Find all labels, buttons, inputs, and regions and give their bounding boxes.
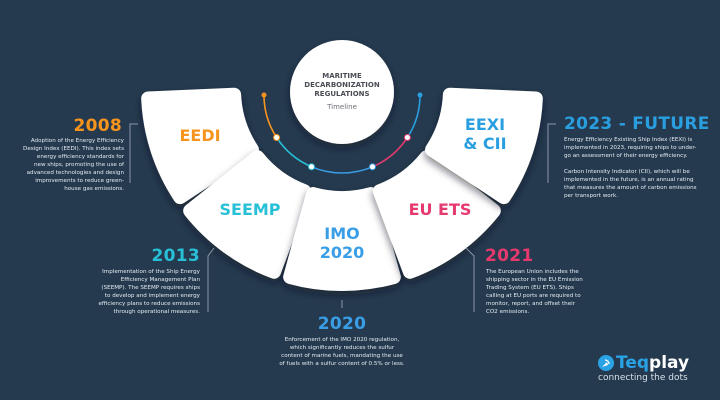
logo-word-teq: Teq [616, 353, 650, 373]
timeline-dot [417, 92, 423, 98]
description-line: efficiency plans to reduce emissions [98, 301, 200, 307]
wedge-eexi [425, 87, 543, 205]
description-line: (SEEMP). The SEEMP requires ships [101, 285, 200, 291]
year-2013: 2013 [151, 246, 200, 266]
arc-segment-euets [372, 137, 409, 168]
description-line: Energy Efficiency Existing Ship Index (E… [564, 137, 693, 143]
leader-line-2013 [207, 247, 215, 312]
year-2021: 2021 [485, 246, 534, 266]
arc-segment-eexi [406, 94, 421, 138]
description-line: Adoption of the Energy Efficiency [30, 138, 124, 144]
description-line: through operational measures. [113, 309, 200, 315]
description-2023-future: Energy Efficiency Existing Ship Index (E… [564, 136, 720, 200]
description-2020: Enforcement of the IMO 2020 regulation, w… [262, 336, 422, 368]
wedge-label-euets: EU ETS [408, 200, 472, 219]
leader-line-2021 [465, 247, 475, 312]
description-line: that measures the amount of carbon emiss… [564, 185, 697, 191]
description-line: CO2 emissions. [486, 309, 530, 315]
description-line: house gas emissions. [64, 186, 124, 192]
wedge-label-eexi: EEXI& CII [463, 115, 507, 153]
description-line: improvements to reduce green- [35, 178, 124, 184]
arc-segment-seemp [275, 137, 312, 168]
description-line: Enforcement of the IMO 2020 regulation, [284, 337, 400, 343]
description-line: to develop and implement energy [104, 293, 200, 299]
arc-segment-eedi [263, 94, 278, 138]
teqplay-logo-icon [598, 355, 614, 371]
timeline-dot [261, 92, 267, 98]
description-line [564, 160, 720, 168]
description-2021: The European Union includes the shipping … [486, 268, 616, 316]
description-line: calling at EU ports are required to [486, 293, 581, 299]
description-line: implemented in 2023, requiring ships to … [564, 145, 697, 151]
year-2023-future: 2023 - FUTURE [564, 114, 710, 134]
timeline-dot [273, 133, 281, 141]
wedge-imo [283, 187, 401, 291]
description-line: Efficiency Management Plan [120, 277, 200, 283]
description-line: Design Index (EEDI). This index sets [23, 146, 124, 152]
year-2020: 2020 [317, 314, 367, 334]
description-line: implemented in the future, is an annual … [564, 177, 694, 183]
arc-segment-imo [311, 166, 373, 174]
center-subtitle: Timeline [327, 103, 357, 111]
wedge-label-seemp: SEEMP [219, 200, 281, 219]
description-line: monitor, report, and offset their [486, 301, 576, 307]
year-2008: 2008 [73, 116, 122, 136]
timeline-dot [308, 163, 316, 171]
description-line: Trading System (EU ETS). Ships [486, 285, 574, 291]
description-line: of fuels with a sulfur content of 0.5% o… [279, 361, 405, 367]
description-line: advanced technologies and design [26, 170, 124, 176]
leader-line-2008 [129, 123, 138, 183]
description-line: which significantly reduces the sulfur [289, 345, 395, 351]
center-circle [290, 40, 394, 144]
logo-word-play: play [649, 353, 690, 373]
description-line: content of marine fuels, mandating the u… [281, 353, 403, 359]
wedge-eedi [141, 87, 259, 205]
wedge-seemp [183, 150, 312, 279]
timeline-dot [368, 163, 376, 171]
description-line: shipping sector in the EU Emission [486, 277, 583, 283]
description-line: energy efficiency standards for [36, 154, 124, 160]
leader-line-2023 [547, 123, 556, 183]
description-line: The European Union includes the [486, 269, 579, 275]
description-line: go an assessment of their energy efficie… [564, 153, 688, 159]
timeline-dot [403, 133, 411, 141]
wedge-label-eedi: EEDI [179, 126, 221, 145]
description-line: per transport work. [564, 193, 619, 199]
description-line: new ships, promoting the use of [33, 162, 124, 168]
description-line: Carbon Intensity Indicator (CII), which … [564, 169, 690, 175]
wedge-euets [372, 150, 501, 279]
logo-tagline: connecting the dots [598, 373, 688, 383]
description-line: Implementation of the Ship Energy [102, 269, 200, 275]
